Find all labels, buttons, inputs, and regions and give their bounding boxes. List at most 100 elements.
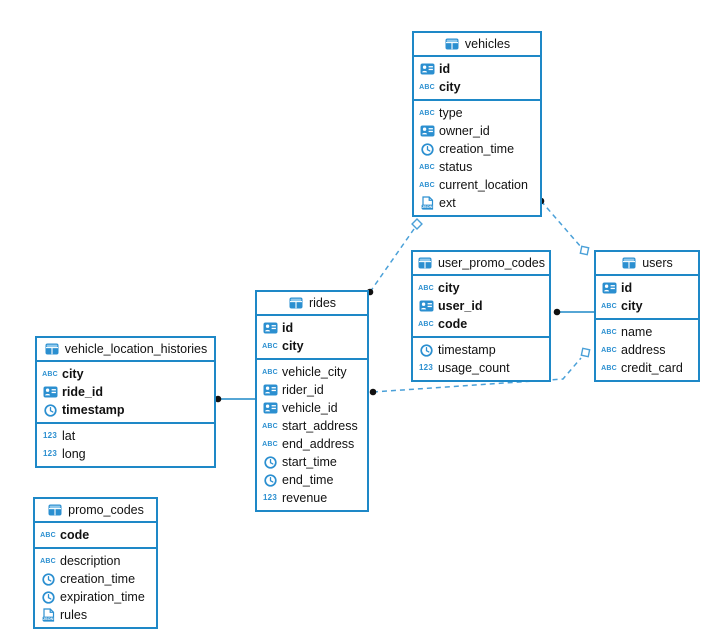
- number-type-icon: 123: [419, 363, 433, 372]
- string-type-icon: ABC: [262, 342, 278, 350]
- table-icon: [417, 257, 433, 269]
- column-owner_id[interactable]: owner_id: [414, 122, 540, 140]
- string-type-icon: ABC: [601, 346, 617, 354]
- column-timestamp[interactable]: timestamp: [37, 401, 214, 419]
- id-type-icon: [601, 282, 617, 294]
- column-rider_id[interactable]: rider_id: [257, 381, 367, 399]
- column-expiration_time[interactable]: expiration_time: [35, 588, 156, 606]
- column-label: id: [439, 62, 451, 76]
- id-type-icon: [418, 300, 434, 312]
- column-address[interactable]: ABC address: [596, 341, 698, 359]
- number-type-icon: 123: [263, 493, 277, 502]
- table-header[interactable]: promo_codes: [35, 499, 156, 523]
- column-end_time[interactable]: end_time: [257, 471, 367, 489]
- column-creation_time[interactable]: creation_time: [414, 140, 540, 158]
- column-vehicle_id[interactable]: vehicle_id: [257, 399, 367, 417]
- column-label: start_address: [282, 419, 358, 433]
- relation-vehicles-users[interactable]: [540, 200, 582, 248]
- column-label: type: [439, 106, 463, 120]
- column-label: credit_card: [621, 361, 683, 375]
- table-icon: [44, 343, 60, 355]
- column-user_id[interactable]: user_id: [413, 297, 549, 315]
- column-description[interactable]: ABC description: [35, 552, 156, 570]
- column-ride_id[interactable]: ride_id: [37, 383, 214, 401]
- column-label: timestamp: [438, 343, 496, 357]
- table-title: promo_codes: [68, 503, 144, 517]
- relation-rides-vehicles[interactable]: [369, 228, 415, 293]
- string-type-icon: ABC: [419, 109, 435, 117]
- svg-text:JSON: JSON: [42, 616, 53, 621]
- time-type-icon: [40, 590, 56, 604]
- column-city[interactable]: ABC city: [596, 297, 698, 315]
- column-label: city: [621, 299, 643, 313]
- column-type[interactable]: ABC type: [414, 104, 540, 122]
- column-label: address: [621, 343, 666, 357]
- column-label: expiration_time: [60, 590, 145, 604]
- column-id[interactable]: id: [414, 60, 540, 78]
- column-label: city: [62, 367, 84, 381]
- string-type-icon: ABC: [262, 440, 278, 448]
- table-title: vehicle_location_histories: [64, 342, 208, 356]
- column-label: vehicle_city: [282, 365, 347, 379]
- table-icon: [47, 504, 63, 516]
- relation-endpoint-dot: [214, 395, 222, 403]
- table-header[interactable]: vehicle_location_histories: [37, 338, 214, 362]
- string-type-icon: ABC: [601, 302, 617, 310]
- column-id[interactable]: id: [257, 319, 367, 337]
- time-type-icon: [418, 343, 434, 357]
- string-type-icon: ABC: [418, 284, 434, 292]
- column-start_time[interactable]: start_time: [257, 453, 367, 471]
- string-type-icon: ABC: [40, 531, 56, 539]
- string-type-icon: ABC: [601, 328, 617, 336]
- column-label: ext: [439, 196, 456, 210]
- column-label: owner_id: [439, 124, 490, 138]
- column-label: rider_id: [282, 383, 324, 397]
- string-type-icon: ABC: [40, 557, 56, 565]
- column-label: description: [60, 554, 121, 568]
- column-creation_time[interactable]: creation_time: [35, 570, 156, 588]
- column-label: user_id: [438, 299, 483, 313]
- column-id[interactable]: id: [596, 279, 698, 297]
- column-label: ride_id: [62, 385, 103, 399]
- table-icon: [444, 38, 460, 50]
- column-label: code: [438, 317, 468, 331]
- table-header[interactable]: vehicles: [414, 33, 540, 57]
- time-type-icon: [262, 455, 278, 469]
- table-header[interactable]: user_promo_codes: [413, 252, 549, 276]
- column-label: creation_time: [60, 572, 136, 586]
- table-header[interactable]: rides: [257, 292, 367, 316]
- number-type-icon: 123: [43, 449, 57, 458]
- id-type-icon: [262, 384, 278, 396]
- relation-rides-users[interactable]: [372, 357, 582, 393]
- table-header[interactable]: users: [596, 252, 698, 276]
- column-timestamp[interactable]: timestamp: [413, 341, 549, 359]
